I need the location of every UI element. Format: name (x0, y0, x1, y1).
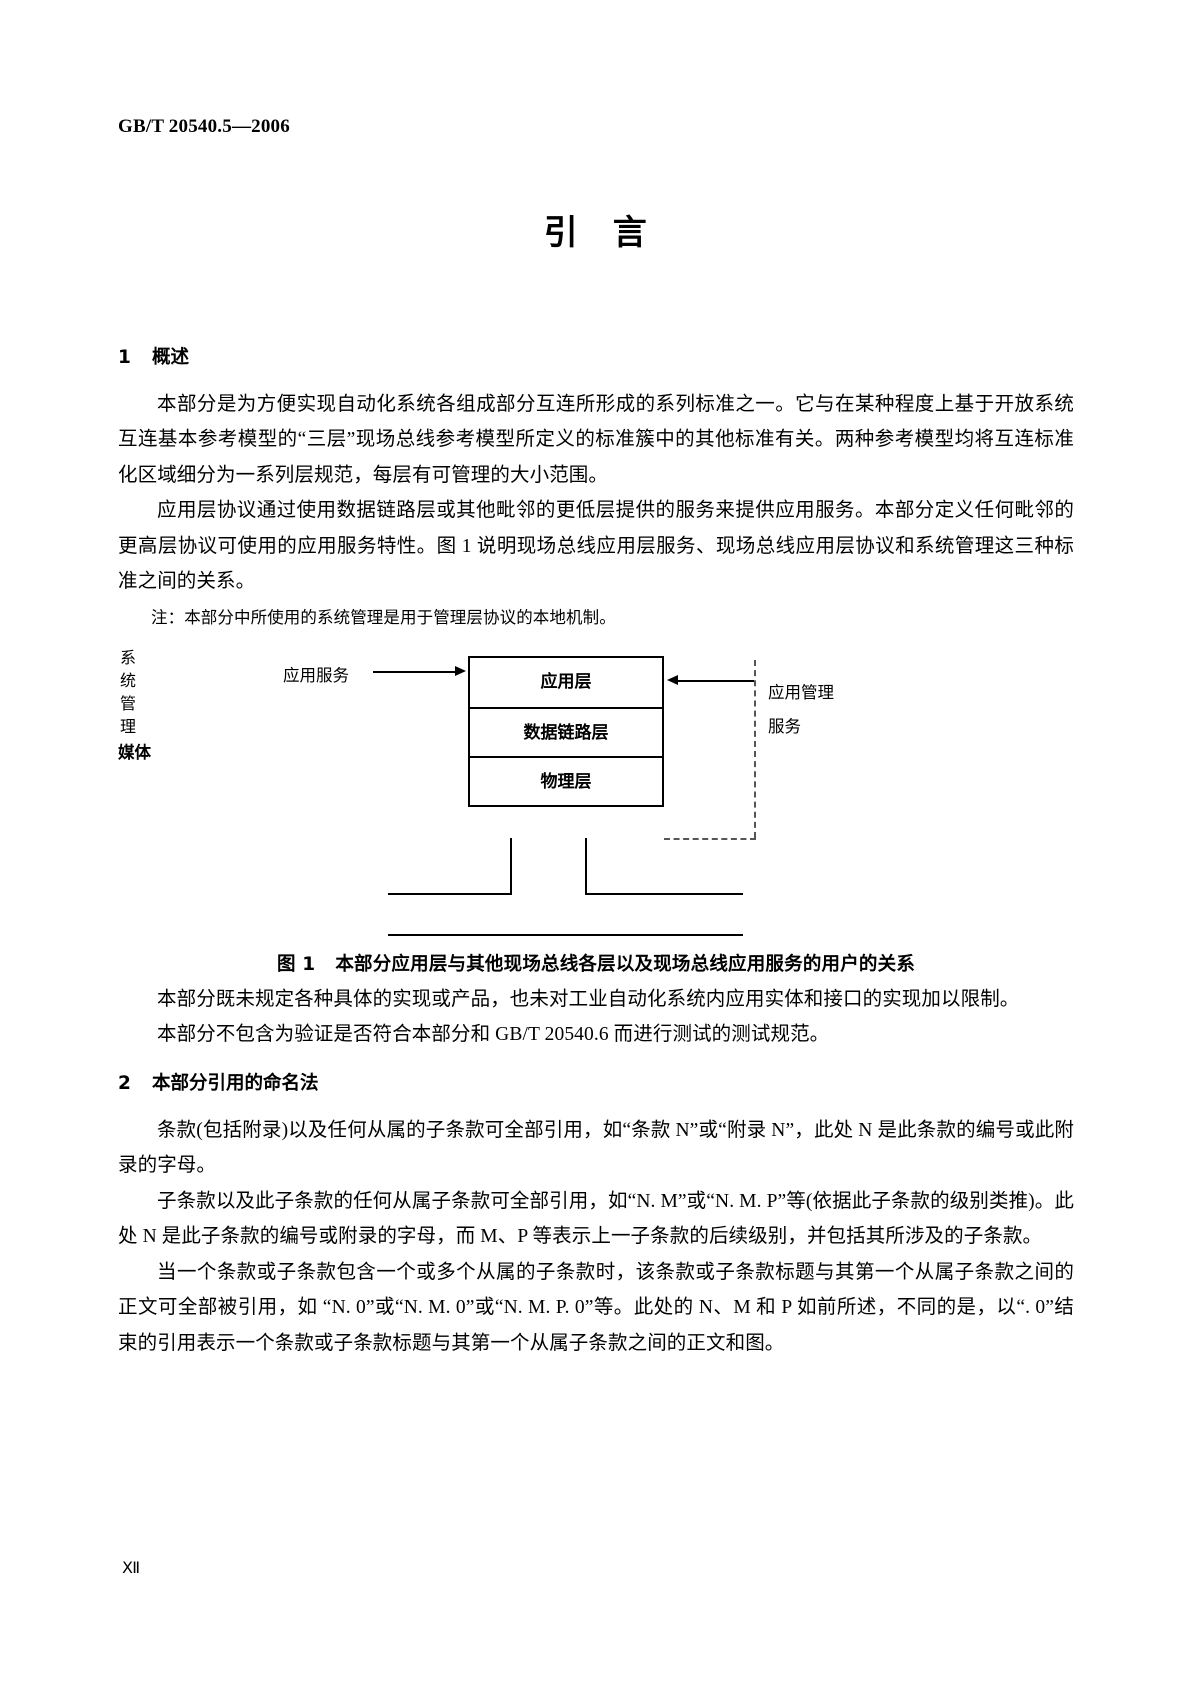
application-service-arrow-line (373, 670, 455, 673)
layer-data-link: 数据链路层 (470, 706, 662, 756)
section-heading-1: 1 概述 (118, 345, 1074, 371)
application-management-line2: 服务 (768, 717, 801, 737)
paragraph: 本部分既未规定各种具体的实现或产品，也未对工业自动化系统内应用实体和接口的实现加… (157, 988, 1020, 1010)
system-management-boundary-vertical (754, 659, 756, 838)
media-line (388, 933, 743, 936)
standard-id: GB/T 20540.5—2006 (118, 116, 290, 137)
paragraph: 子条款以及此子条款的任何从属子条款可全部引用，如“N. M”或“N. M. P”… (118, 1190, 1074, 1248)
system-management-boundary-horizontal (664, 837, 756, 840)
application-service-arrow-icon (455, 665, 466, 676)
application-management-arrow-line (678, 679, 754, 682)
paragraph: 应用层协议通过使用数据链路层或其他毗邻的更低层提供的服务来提供应用服务。本部分定… (118, 500, 1074, 593)
figure-caption-text: 本部分应用层与其他现场总线各层以及现场总线应用服务的用户的关系 (335, 953, 916, 975)
figure-label-system-management: 系统管理 (119, 647, 136, 737)
section-number-1: 1 (118, 347, 131, 368)
document-content: 1 概述 本部分是为方便实现自动化系统各组成部分互连所形成的系列标准之一。它与在某… (118, 345, 1074, 1361)
figure-label-application-service: 应用服务 (283, 665, 349, 685)
paragraph: 本部分不包含为验证是否符合本部分和 GB/T 20540.6 而进行测试的测试规… (157, 1024, 830, 1046)
protocol-layer-stack: 应用层 数据链路层 物理层 (468, 655, 664, 807)
figure-label-media: 媒体 (118, 742, 151, 762)
note-paragraph: 注：本部分中所使用的系统管理是用于管理层协议的本地机制。 (151, 607, 616, 627)
figure-1: 应用服务 应用层 数据链路层 物理层 应用管理 服务 系统管 (118, 646, 1074, 946)
figure-graphic: 应用服务 应用层 数据链路层 物理层 应用管理 服务 系统管 (118, 646, 1074, 946)
paragraph: 本部分是为方便实现自动化系统各组成部分互连所形成的系列标准之一。它与在某种程度上… (118, 393, 1074, 486)
figure-caption-number: 图 1 (276, 953, 316, 975)
section-title-2: 本部分引用的命名法 (152, 1072, 319, 1094)
layer-application: 应用层 (540, 671, 592, 692)
media-bus-line-right (585, 892, 743, 895)
figure-label-application-management: 应用管理 服务 (768, 676, 834, 745)
figure-caption: 图 1 本部分应用层与其他现场总线各层以及现场总线应用服务的用户的关系 (118, 950, 1074, 976)
application-management-arrow-icon (667, 674, 678, 685)
paragraph: 条款(包括附录)以及任何从属的子条款可全部引用，如“条款 N”或“附录 N”，此… (118, 1119, 1074, 1177)
application-management-line1: 应用管理 (768, 682, 834, 702)
running-header: GB/T 20540.5—2006 (118, 116, 290, 138)
paragraph: 当一个条款或子条款包含一个或多个从属的子条款时，该条款或子条款标题与其第一个从属… (118, 1261, 1074, 1354)
media-drop-line-right (585, 837, 587, 895)
page-number: Ⅻ (122, 1560, 141, 1577)
media-bus-line-left (388, 892, 512, 895)
section-heading-2: 2 本部分引用的命名法 (118, 1071, 1074, 1097)
section-number-2: 2 (118, 1072, 131, 1094)
page-title: 引 言 (543, 213, 648, 253)
section-title-1: 概述 (152, 347, 190, 368)
media-drop-line-left (510, 837, 512, 895)
layer-physical: 物理层 (470, 755, 662, 805)
